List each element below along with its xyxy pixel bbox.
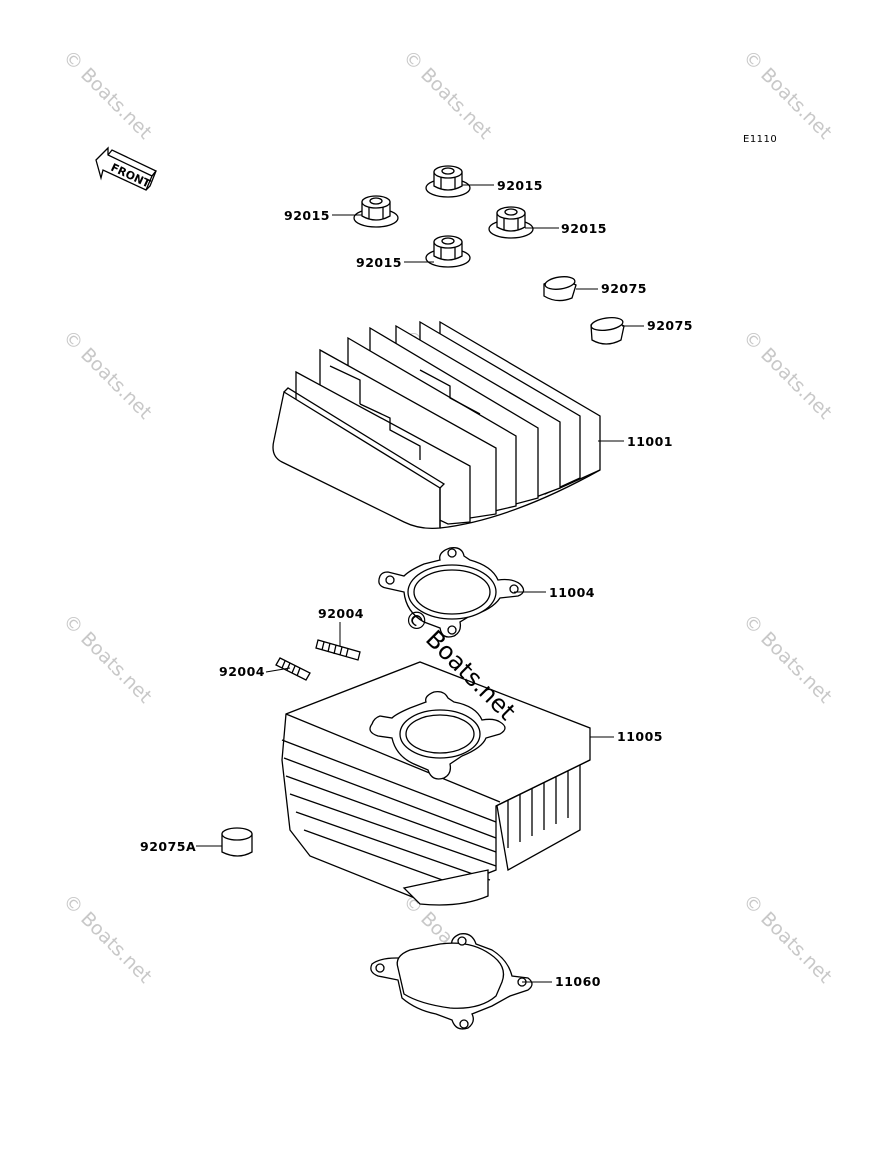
watermark: © Boats.net <box>738 46 836 144</box>
label-cylinder-head[interactable]: 11001 <box>627 434 673 449</box>
watermark: © Boats.net <box>58 610 156 708</box>
cylinder-head[interactable] <box>272 320 601 530</box>
watermark: © Boats.net <box>58 46 156 144</box>
label-dowel-lower[interactable]: 92075 <box>647 318 693 333</box>
base-gasket[interactable] <box>370 933 533 1030</box>
label-head-gasket[interactable]: 11004 <box>549 585 595 600</box>
watermark: © Boats.net <box>58 326 156 424</box>
leader-lines <box>196 184 644 983</box>
flange-nut-right[interactable] <box>488 206 534 239</box>
label-nut-top[interactable]: 92015 <box>497 178 543 193</box>
label-dowel-cylinder[interactable]: 92075A <box>140 839 196 854</box>
label-cylinder[interactable]: 11005 <box>617 729 663 744</box>
flange-nut-left[interactable] <box>353 195 399 228</box>
head-gasket[interactable] <box>378 547 525 638</box>
stud-upper[interactable] <box>315 639 361 661</box>
dowel-pin-lower[interactable] <box>590 316 625 345</box>
label-nut-bottom[interactable]: 92015 <box>356 255 402 270</box>
flange-nut-top[interactable] <box>425 165 471 198</box>
label-base-gasket[interactable]: 11060 <box>555 974 601 989</box>
cylinder-block[interactable] <box>281 661 591 906</box>
front-arrow-icon: FRONT <box>95 146 158 191</box>
label-nut-left[interactable]: 92015 <box>284 208 330 223</box>
diagram-code: E1110 <box>743 134 777 145</box>
label-stud-lower[interactable]: 92004 <box>219 664 265 679</box>
part-labels: 92015 92015 92015 92015 92075 92075 1100… <box>140 178 693 989</box>
dowel-pin-upper[interactable] <box>543 275 577 302</box>
label-dowel-upper[interactable]: 92075 <box>601 281 647 296</box>
watermark: © Boats.net <box>738 610 836 708</box>
watermark: © Boats.net <box>738 890 836 988</box>
stud-lower[interactable] <box>275 657 311 681</box>
flange-nut-bottom[interactable] <box>425 235 471 268</box>
label-nut-right[interactable]: 92015 <box>561 221 607 236</box>
watermark: © Boats.net <box>58 890 156 988</box>
dowel-pin-cylinder[interactable] <box>221 827 253 857</box>
label-stud-upper[interactable]: 92004 <box>318 606 364 621</box>
watermark: © Boats.net <box>398 46 496 144</box>
watermark: © Boats.net <box>738 326 836 424</box>
